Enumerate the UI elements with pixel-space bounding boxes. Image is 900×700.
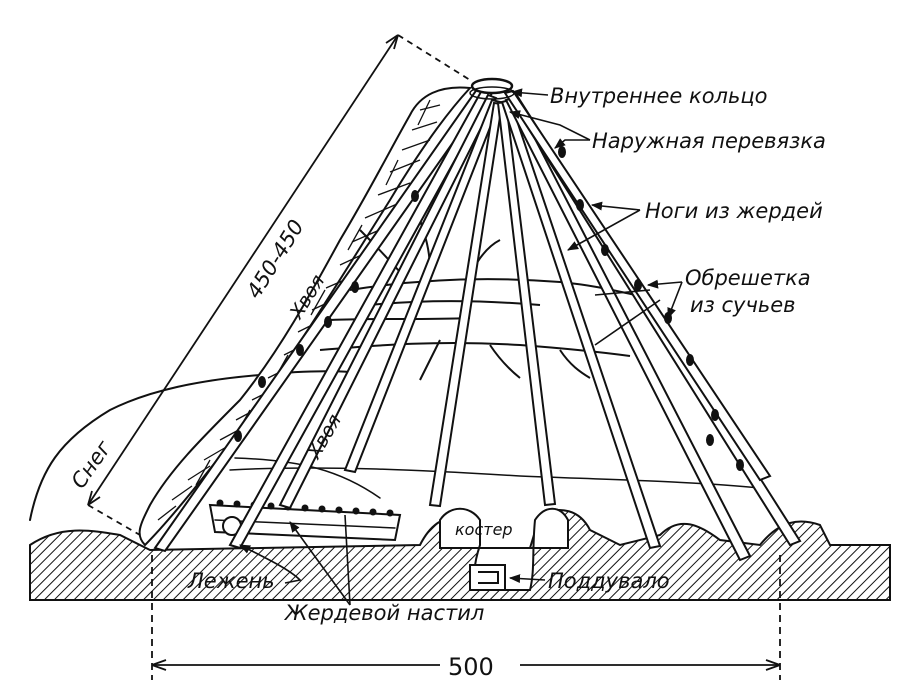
draft-channel-icon bbox=[469, 564, 506, 591]
pole-length-dimension bbox=[87, 34, 471, 536]
leader-lines bbox=[238, 88, 683, 606]
label-log: Лежень bbox=[187, 569, 275, 593]
inner-ring bbox=[470, 77, 514, 95]
label-pole-legs: Ноги из жердей bbox=[645, 199, 823, 223]
base-width-dimension bbox=[151, 555, 781, 680]
label-pole-floor: Жердевой настил bbox=[283, 601, 484, 625]
poles bbox=[153, 83, 802, 562]
label-outer-binding: Наружная перевязка bbox=[592, 129, 826, 153]
snow-inner-line-2 bbox=[234, 457, 381, 499]
snow-inner-line bbox=[229, 467, 761, 489]
label-draft: Поддувало bbox=[548, 569, 670, 593]
fire-pit bbox=[439, 507, 569, 591]
label-base-width: 500 bbox=[448, 653, 494, 681]
left-binding-dots bbox=[234, 190, 419, 442]
needle-cover bbox=[138, 86, 473, 547]
label-inner-ring: Внутреннее кольцо bbox=[550, 84, 768, 108]
label-lattice-1: Обрешетка bbox=[685, 266, 811, 290]
label-fire: костер bbox=[455, 520, 513, 539]
label-lattice-2: из сучьев bbox=[690, 293, 796, 317]
snow-bank bbox=[29, 370, 351, 521]
outer-binding-dots bbox=[558, 146, 744, 471]
label-snow: Снег bbox=[66, 435, 116, 492]
